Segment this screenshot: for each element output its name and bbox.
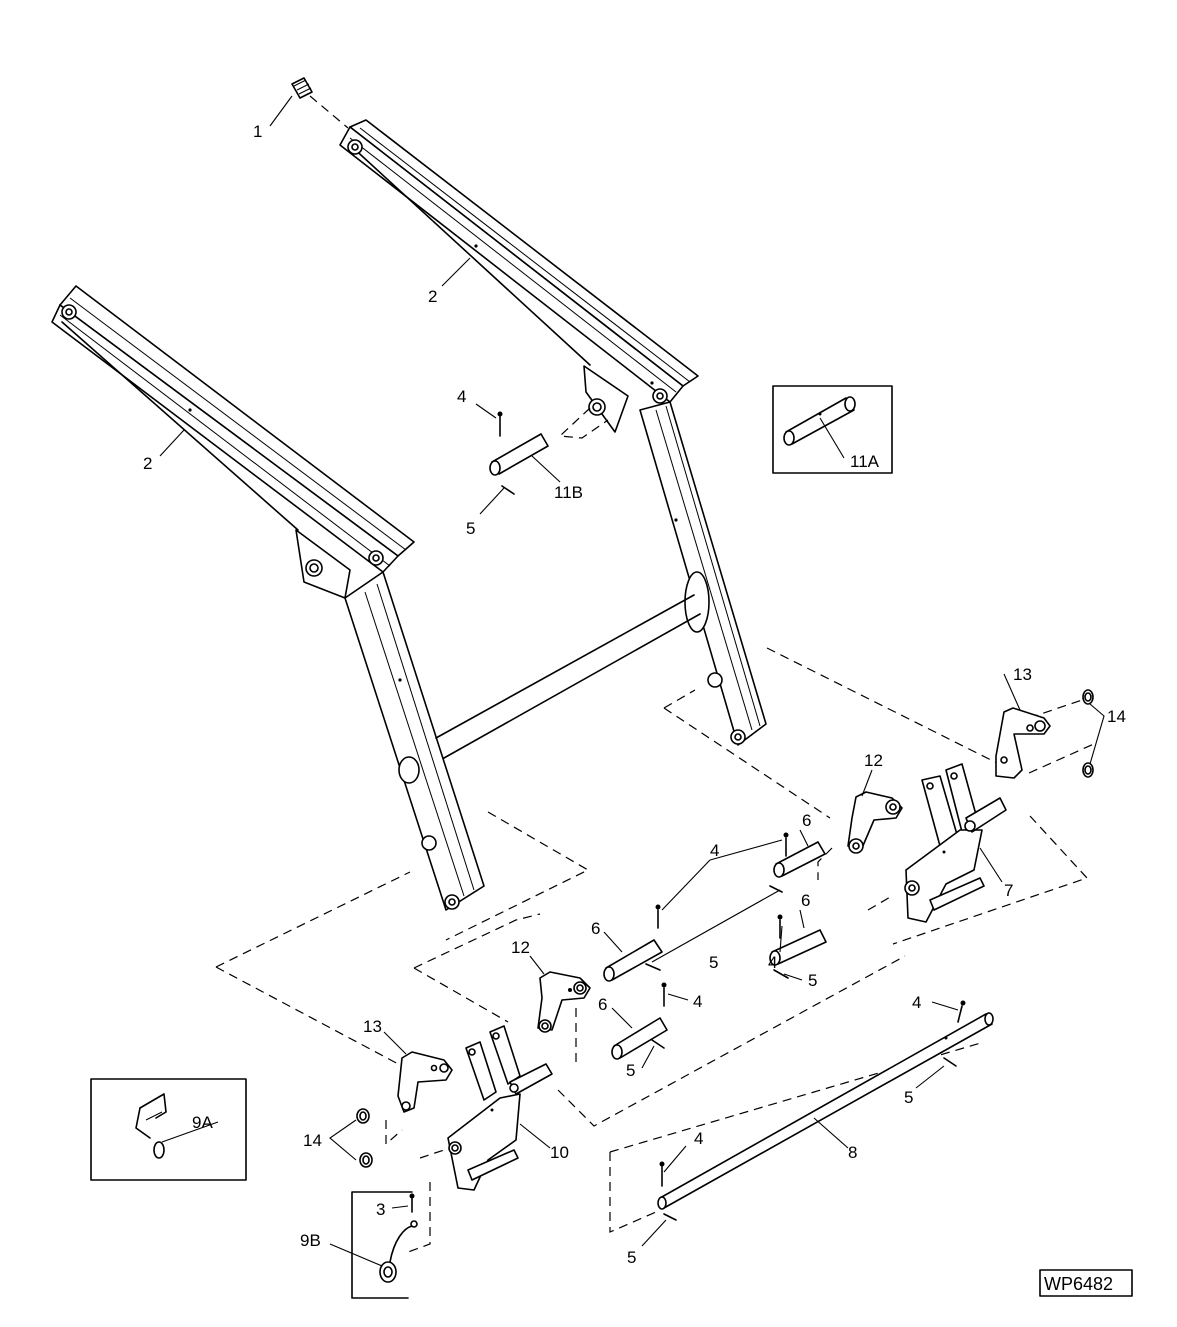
cotter-pin-rod-right (943, 1057, 957, 1067)
lower-bracket-7 (904, 763, 1007, 923)
callout-5-c: 5 (808, 971, 817, 990)
callout-12-right: 12 (864, 751, 883, 770)
callout-1: 1 (253, 122, 262, 141)
grease-fitting (291, 77, 313, 99)
callout-13-right: 13 (1013, 665, 1032, 684)
callout-5-f: 5 (627, 1248, 636, 1267)
cross-tube (435, 594, 701, 759)
drawing-id-box: WP6482 (1039, 1269, 1133, 1297)
lower-bracket-10 (447, 1025, 553, 1191)
detail-box-11a (772, 385, 893, 474)
callout-9a: 9A (192, 1113, 213, 1132)
callout-5-e: 5 (904, 1088, 913, 1107)
hair-pin-3 (409, 1193, 415, 1213)
spring-pin-6c (655, 904, 661, 929)
callout-4-e: 4 (912, 993, 921, 1012)
cotter-pin-6b (773, 969, 789, 979)
spring-pin-6b (777, 914, 783, 939)
cotter-pin-rod-left (663, 1213, 677, 1221)
spring-pin-upper (497, 411, 503, 437)
callout-14-left: 14 (303, 1131, 322, 1150)
connecting-rod-8 (657, 1012, 994, 1210)
callout-3: 3 (376, 1200, 385, 1219)
spring-pin-6d (661, 982, 667, 1007)
callout-6-a: 6 (802, 811, 811, 830)
spring-pin-6a (783, 832, 789, 857)
detail-box-9a (90, 1078, 247, 1181)
callout-6-d: 6 (598, 995, 607, 1014)
link-bracket-13-left (397, 1051, 453, 1113)
pivot-pin-11b (489, 433, 549, 476)
callout-10: 10 (550, 1143, 569, 1162)
link-pin-6c (603, 939, 663, 982)
link-plate-12-left (537, 971, 591, 1033)
link-pin-6d (611, 1017, 668, 1060)
callout-13-left: 13 (363, 1017, 382, 1036)
callout-6-b: 6 (801, 891, 810, 910)
callout-8: 8 (848, 1143, 857, 1162)
link-pin-6a (773, 841, 826, 878)
rear-boom-arm (339, 119, 767, 746)
callout-4-upper: 4 (457, 387, 466, 406)
callout-14-right: 14 (1107, 707, 1126, 726)
lock-pin-9a (135, 1093, 167, 1159)
retaining-rings-left (356, 1108, 373, 1168)
callout-9b: 9B (300, 1231, 321, 1250)
callout-4-d: 4 (693, 992, 702, 1011)
callout-2-rear: 2 (428, 287, 437, 306)
callout-11b: 11B (554, 483, 583, 502)
cotter-pin-6c (645, 963, 661, 971)
pivot-pin-11a (783, 396, 856, 446)
callout-4-f: 4 (694, 1129, 703, 1148)
lynch-pin-9b (379, 1220, 418, 1283)
detail-bracket-9b (351, 1191, 413, 1299)
retaining-rings-right (1082, 689, 1094, 778)
callout-4-c: 4 (768, 953, 777, 972)
spring-pin-rod-right (957, 1000, 966, 1023)
cotter-pin-6d (651, 1039, 665, 1049)
leader-lines (159, 95, 1105, 1267)
link-pin-6b (769, 929, 827, 966)
callout-5-b: 5 (709, 953, 718, 972)
callout-4-b: 4 (710, 841, 719, 860)
callout-7: 7 (1004, 881, 1013, 900)
callout-5-upper: 5 (466, 519, 475, 538)
callout-5-d: 5 (626, 1061, 635, 1080)
cotter-pin-6a (769, 885, 783, 893)
link-bracket-13-right (995, 707, 1051, 779)
front-boom-arm (51, 285, 485, 911)
callout-labels: 1 2 2 4 11B 5 11A 13 14 12 6 4 7 6 6 5 4… (143, 122, 1126, 1267)
callout-12-left: 12 (511, 938, 530, 957)
callout-2-front: 2 (143, 454, 152, 473)
link-plate-12-right (847, 791, 903, 854)
cotter-pin-upper (501, 485, 515, 495)
spring-pin-rod-left (659, 1161, 665, 1187)
drawing-id: WP6482 (1044, 1274, 1113, 1294)
callout-6-c: 6 (591, 919, 600, 938)
callout-11a: 11A (850, 452, 880, 471)
